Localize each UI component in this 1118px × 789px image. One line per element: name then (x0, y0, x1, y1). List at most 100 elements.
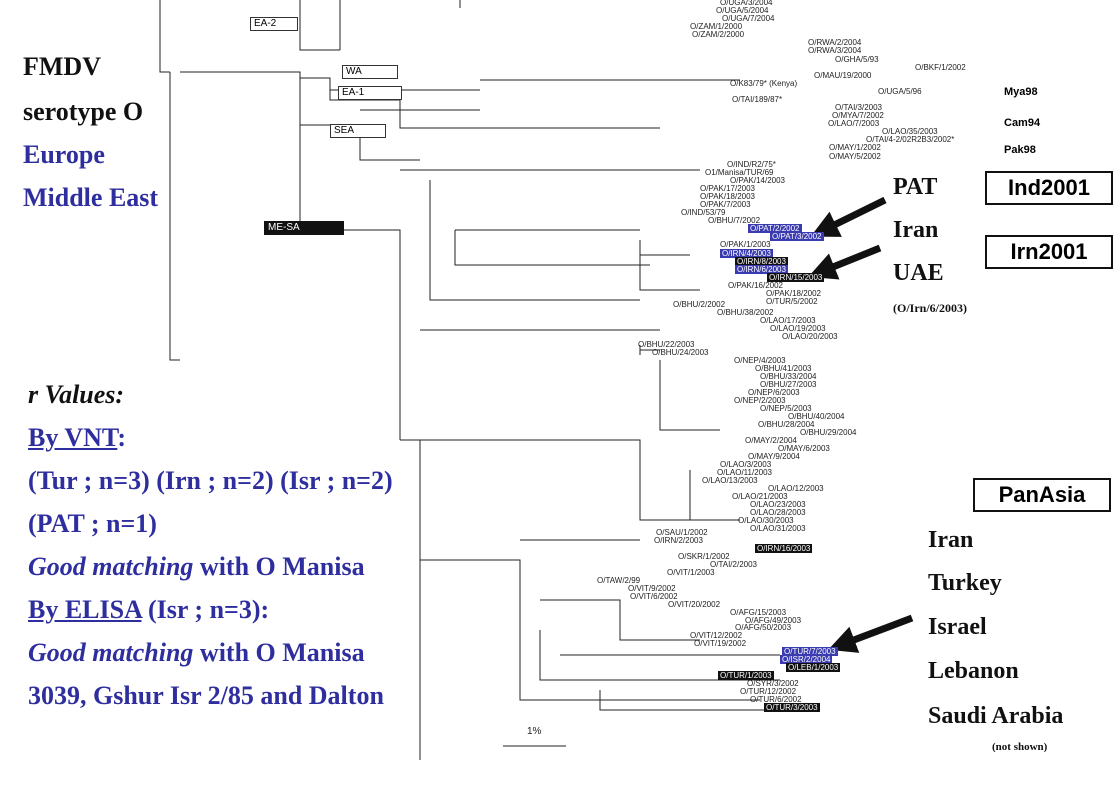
taxon-label: O/TAW/2/99 (597, 576, 641, 585)
taxon-label: O/TAI/2/2003 (710, 560, 757, 569)
tree-branch (159, 0, 170, 73)
taxon-label: O/IRN/2/2003 (654, 536, 703, 545)
taxon-label: O/ISR/2/2004 (780, 655, 833, 664)
taxon-label: O/BHU/41/2003 (755, 364, 812, 373)
taxon-label: O/LAO/7/2003 (828, 119, 880, 128)
tree-branch (299, 0, 340, 51)
taxon-label: O/LAO/12/2003 (768, 484, 824, 493)
taxon-label: O/BHU/27/2003 (760, 380, 817, 389)
taxon-label: O/BHU/40/2004 (788, 412, 845, 421)
rvalues-good-matching-2: Good matching with O Manisa (28, 638, 365, 668)
taxon-label: O/PAK/18/2003 (700, 192, 755, 201)
taxon-label: O/PAK/7/2003 (700, 200, 751, 209)
taxon-label: O/LAO/19/2003 (770, 324, 826, 333)
taxon-label: O/AFG/50/2003 (735, 623, 792, 632)
rvalues-vnt: By VNT: (28, 423, 126, 453)
tree-branch (180, 71, 301, 230)
taxon-label: O/TAI/4-2/02R2B3/2002* (866, 135, 955, 144)
taxon-label: O/IND/53/79 (681, 208, 726, 217)
rvalues-groups1: (Tur ; n=3) (Irn ; n=2) (Isr ; n=2) (28, 466, 393, 495)
good-matching-rest-1: with O Manisa (193, 552, 365, 581)
good-matching-rest-2: with O Manisa (193, 638, 365, 667)
tree-branch (540, 599, 700, 641)
taxon-label: O/BHU/22/2003 (638, 340, 695, 349)
taxon-label: O/MAY/5/2002 (829, 152, 881, 161)
tree-branch (599, 690, 770, 711)
taxon-label: O/TUR/3/2003 (764, 703, 820, 712)
label-pat: PAT (893, 174, 938, 200)
taxon-label: O/LEB/1/2003 (786, 663, 841, 672)
taxon-label: O/NEP/6/2003 (748, 388, 800, 397)
taxon-label: O/PAK/14/2003 (730, 176, 785, 185)
taxon-label: O/NEP/4/2003 (734, 356, 786, 365)
taxon-label: O/LAO/20/2003 (782, 332, 838, 341)
taxon-label: O/SYR/3/2002 (747, 679, 799, 688)
taxon-label: O/TUR/5/2002 (766, 297, 818, 306)
clade-ea2: EA-2 (250, 17, 298, 31)
label-iran: Iran (893, 217, 939, 243)
label-oirn: (O/Irn/6/2003) (893, 301, 967, 315)
taxon-label: O/VIT/6/2002 (630, 592, 678, 601)
good-matching-it-1: Good matching (28, 552, 194, 581)
tree-branch (420, 439, 700, 521)
taxon-label: O/PAK/1/2003 (720, 240, 771, 249)
taxon-label: O/IND/R2/75* (727, 160, 776, 169)
tree-branch (454, 230, 650, 266)
taxon-label: O/LAO/13/2003 (702, 476, 758, 485)
taxon-label: O/IRN/15/2003 (767, 273, 825, 282)
taxon-label: O/LAO/23/2003 (750, 500, 806, 509)
taxon-label: O/BHU/28/2004 (758, 420, 815, 429)
rvalues-groups2: (PAT ; n=1) (28, 509, 157, 538)
taxon-label: O/AFG/15/2003 (730, 608, 787, 617)
clade-wa: WA (342, 65, 398, 79)
tree-branch (639, 240, 700, 291)
taxon-label: O/GHA/5/93 (835, 55, 879, 64)
country-label: Israel (928, 614, 987, 640)
taxon-label: O/VIT/9/2002 (628, 584, 676, 593)
scale-label: 1% (527, 726, 542, 737)
title-middle-east: Middle East (23, 183, 159, 212)
taxon-label: O/BKF/1/2002 (915, 63, 966, 72)
rvalues-good-matching-1: Good matching with O Manisa (28, 552, 365, 582)
taxon-label: O/VIT/19/2002 (694, 639, 747, 648)
by-vnt-colon: : (117, 423, 127, 452)
tree-branch (659, 360, 720, 431)
by-elisa-text: By ELISA (28, 595, 142, 624)
taxon-label: O/IRN/6/2003 (735, 265, 788, 274)
taxon-label: O/NEP/5/2003 (760, 404, 812, 413)
taxon-label: O/BHU/29/2004 (800, 428, 857, 437)
tree-branch (399, 100, 660, 129)
taxon-label: O/ZAM/1/2000 (690, 22, 743, 31)
title-serotype: serotype O (23, 97, 144, 126)
taxon-label: O/IRN/8/2003 (735, 257, 788, 266)
taxon-label: O/LAO/35/2003 (882, 127, 938, 136)
title-fmdv: FMDV (23, 52, 101, 81)
taxon-label: O/TUR/1/2003 (718, 671, 774, 680)
by-vnt-text: By VNT (28, 423, 118, 452)
taxon-label: O/AFG/49/2003 (745, 616, 802, 625)
title-europe: Europe (23, 140, 105, 169)
label-irn2001: Irn2001 (985, 235, 1113, 269)
taxon-label: O/LAO/30/2003 (738, 516, 794, 525)
label-cam94: Cam94 (1004, 117, 1041, 129)
taxon-label: O/TUR/7/2003 (782, 647, 838, 656)
taxon-label: O/LAO/17/2003 (760, 316, 816, 325)
label-panasia: PanAsia (973, 478, 1111, 512)
arrow-irn (808, 244, 882, 280)
taxon-label: O/IRN/4/2003 (720, 249, 773, 258)
tree-branch (300, 77, 400, 101)
taxon-label: O/UGA/3/2004 (720, 0, 773, 7)
taxon-label: O/PAT/3/2002 (770, 232, 824, 241)
taxon-label: O/BHU/24/2003 (652, 348, 709, 357)
good-matching-it-2: Good matching (28, 638, 194, 667)
label-ind2001: Ind2001 (985, 171, 1113, 205)
taxon-label: O/TAI/189/87* (732, 95, 783, 104)
taxon-label: O/TUR/12/2002 (740, 687, 797, 696)
arrow-pat (810, 196, 887, 237)
label-mya98: Mya98 (1004, 86, 1038, 98)
taxon-label: O/SKR/1/2002 (678, 552, 730, 561)
clade-mesa: ME-SA (264, 221, 344, 235)
country-label: Iran (928, 527, 974, 553)
label-not-shown: (not shown) (992, 741, 1048, 753)
